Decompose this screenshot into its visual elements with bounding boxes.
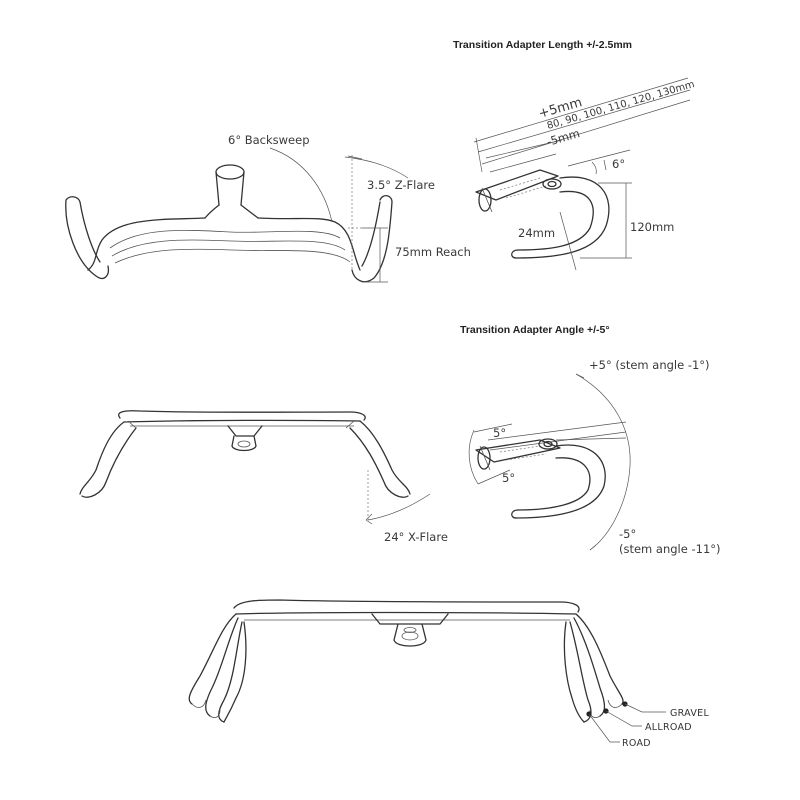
- angle-plus-label: +5° (stem angle -1°): [589, 358, 710, 372]
- angle-upper-label: 5°: [493, 426, 506, 440]
- xflare-label: 24° X-Flare: [384, 530, 448, 544]
- angle-minus-label: -5°: [619, 527, 636, 541]
- xflare-dimension: [365, 470, 431, 525]
- angle-minus-note: (stem angle -11°): [619, 542, 721, 556]
- drop-label: 120mm: [630, 220, 674, 234]
- length-detail-drawing: [473, 77, 691, 271]
- allroad-label: ALLROAD: [645, 722, 692, 733]
- positions-handlebar: [188, 599, 666, 743]
- zflare-label: 3.5° Z-Flare: [367, 178, 435, 192]
- top-view-handlebar: [65, 164, 393, 283]
- diameter-label: 24mm: [518, 226, 555, 240]
- reach-label: 75mm Reach: [395, 245, 471, 259]
- front-view-handlebar: [79, 410, 411, 498]
- length-title: Transition Adapter Length +/-2.5mm: [453, 39, 632, 51]
- top-view-dimensions: [269, 147, 409, 283]
- gravel-label: GRAVEL: [670, 708, 709, 719]
- backsweep-label: 6° Backsweep: [228, 133, 310, 147]
- length-angle-label: 6°: [612, 157, 625, 171]
- angle-title: Transition Adapter Angle +/-5°: [460, 324, 610, 336]
- road-label: ROAD: [622, 738, 651, 749]
- angle-lower-label: 5°: [502, 471, 515, 485]
- angle-detail-drawing: [468, 373, 631, 551]
